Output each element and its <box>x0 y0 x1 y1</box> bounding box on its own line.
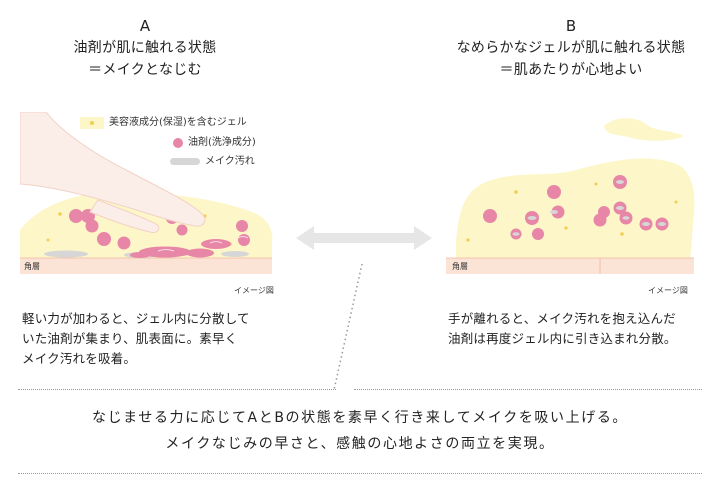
panel-b-gel <box>456 158 695 260</box>
legend-oil-label: 油剤(洗浄成分) <box>188 137 256 148</box>
footer-line2: メイクなじみの早さと、感触の心地よさの両立を実現。 <box>165 436 555 452</box>
panel-a-desc-line: 軽い力が加わると、ジェル内に分散して <box>22 311 250 326</box>
panel-b-desc-line: 手が離れると、メイク汚れを抱え込んだ <box>448 311 676 326</box>
legend-dirt-label: メイク汚れ <box>205 156 255 167</box>
panel-a-skin-label: 角層 <box>24 261 40 271</box>
panel-b-skin-label: 角層 <box>452 261 468 271</box>
legend-gel: 美容液成分(保湿)を含むジェル <box>80 116 247 129</box>
panel-b-illustration: 角層 <box>446 118 695 274</box>
panel-b-letter: B <box>565 17 577 35</box>
panel-b-title-line2: ＝肌あたりが心地よい <box>499 62 643 78</box>
panel-b-image-note: イメージ図 <box>648 286 688 295</box>
footer-line1: なじませる力に応じてAとBの状態を素早く行き来してメイクを吸い上げる。 <box>91 410 629 426</box>
panel-b-dirt-in-oil <box>512 180 666 236</box>
panel-a-title-line1: 油剤が肌に触れる状態 <box>73 40 217 56</box>
panel-a-title-line2: ＝メイクとなじむ <box>88 62 202 78</box>
panel-a-image-note: イメージ図 <box>234 286 274 295</box>
panel-a-description: 軽い力が加わると、ジェル内に分散して いた油剤が集まり、肌表面に。素早く メイク… <box>22 309 302 369</box>
panel-b-oil-droplets <box>483 175 669 240</box>
panel-b-desc-line: 油剤は再度ジェル内に引き込まれ分散。 <box>448 331 677 346</box>
panel-a-desc-line: メイク汚れを吸着。 <box>22 351 137 366</box>
dotted-connector <box>333 263 363 391</box>
legend-oil-swatch <box>173 137 183 148</box>
panel-a-skin <box>20 258 272 274</box>
panel-a-oil-spread <box>130 239 231 258</box>
panel-b-gel-dots <box>466 182 678 242</box>
divider-top-right <box>354 389 702 390</box>
panel-b-description: 手が離れると、メイク汚れを抱え込んだ 油剤は再度ジェル内に引き込まれ分散。 <box>448 309 718 349</box>
legend-gel-label: 美容液成分(保湿)を含むジェル <box>109 117 247 128</box>
legend-gel-swatch <box>80 116 104 129</box>
legend-dirt-swatch <box>170 158 200 165</box>
panel-a-letter: A <box>139 17 151 35</box>
panel-b-gel-splash <box>604 118 684 141</box>
panel-a-hand <box>20 112 206 233</box>
legend-oil: 油剤(洗浄成分) <box>173 136 256 149</box>
panel-a-illustration: 角層 <box>20 112 273 274</box>
double-arrow-icon <box>296 226 432 250</box>
panel-a-desc-line: いた油剤が集まり、肌表面に。素早く <box>22 331 238 346</box>
panel-b-skin <box>446 258 694 274</box>
legend-dirt: メイク汚れ <box>170 155 255 168</box>
panel-b-title-line1: なめらかなジェルが肌に触れる状態 <box>456 40 686 56</box>
divider-top-left <box>18 389 336 390</box>
divider-bottom <box>18 473 702 474</box>
